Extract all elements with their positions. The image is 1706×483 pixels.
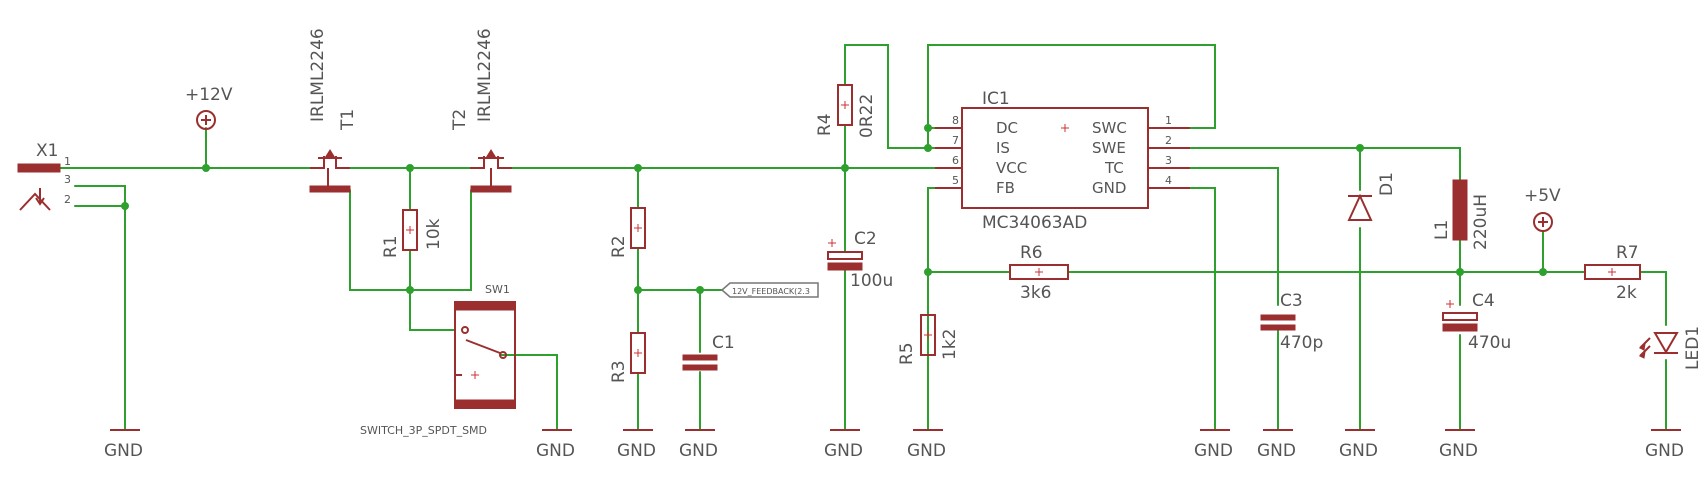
r3-name: R3 [609, 360, 629, 383]
gnd-label: GND [907, 441, 946, 461]
ic1: IC1 MC34063AD 8 7 6 5 DC IS VCC FB 1 2 3… [935, 89, 1190, 233]
x1-pin-3: 3 [64, 173, 71, 186]
capacitor-c3: C3 470p [1260, 291, 1323, 353]
r4-name: R4 [815, 113, 835, 136]
inductor-l1: L1 220uH [1432, 179, 1491, 250]
ic1-value: MC34063AD [982, 213, 1087, 233]
r1-value: 10k [424, 218, 444, 250]
gnd-label: GND [1339, 441, 1378, 461]
gnd-label: GND [679, 441, 718, 461]
transistor-t2: T2 IRLML2246 [450, 28, 512, 193]
gnd-label: GND [824, 441, 863, 461]
sw1-value: SWITCH_3P_SPDT_SMD [360, 424, 487, 437]
c1-name: C1 [712, 333, 735, 353]
ic1-name: IC1 [982, 89, 1010, 109]
t1-value: IRLML2246 [308, 28, 328, 122]
capacitor-c2: C2 100u [827, 229, 893, 291]
ic1-pin-7: 7 [952, 134, 959, 147]
ic1-pin-4: 4 [1165, 174, 1172, 187]
led1-name: LED1 [1683, 326, 1703, 370]
r6-name: R6 [1020, 243, 1043, 263]
r7-name: R7 [1616, 243, 1639, 263]
resistor-r5: R5 1k2 [897, 314, 960, 365]
x1-pin-2: 2 [64, 193, 71, 206]
gnd-label: GND [1194, 441, 1233, 461]
ic1-label-is: IS [996, 139, 1010, 157]
ic1-pin-3: 3 [1165, 154, 1172, 167]
feedback-net-label: 12V_FEEDBACK(2.3 [720, 282, 819, 298]
supply-12v-label: +12V [185, 85, 233, 105]
r7-value: 2k [1616, 283, 1637, 303]
ic1-pin-1: 1 [1165, 114, 1172, 127]
ic1-label-vcc: VCC [996, 159, 1027, 177]
gnd-label: GND [1257, 441, 1296, 461]
c3-name: C3 [1280, 291, 1303, 311]
resistor-r6: R6 3k6 [1009, 243, 1069, 303]
ic1-pin-2: 2 [1165, 134, 1172, 147]
connector-x1: X1 1 3 2 [17, 141, 71, 211]
r2-name: R2 [609, 235, 629, 258]
transistor-t1: IRLML2246 T1 [308, 28, 358, 193]
supply-5v-label: +5V [1524, 186, 1561, 206]
gnd-label: GND [1439, 441, 1478, 461]
ic1-label-dc: DC [996, 119, 1018, 137]
ic1-label-swc: SWC [1092, 119, 1127, 137]
t1-name: T1 [338, 109, 358, 131]
supply-5v: +5V [1524, 186, 1561, 232]
r5-value: 1k2 [940, 329, 960, 360]
r6-value: 3k6 [1020, 283, 1051, 303]
gnd-label: GND [104, 441, 143, 461]
ic1-label-swe: SWE [1092, 139, 1126, 157]
ic1-pin-5: 5 [952, 174, 959, 187]
feedback-label: 12V_FEEDBACK(2.3 [732, 287, 810, 296]
gnd-label: GND [1645, 441, 1684, 461]
t2-name: T2 [450, 109, 470, 131]
x1-label: X1 [36, 141, 58, 161]
l1-name: L1 [1432, 220, 1452, 240]
c4-name: C4 [1472, 291, 1495, 311]
c4-value: 470u [1468, 333, 1511, 353]
c2-name: C2 [854, 229, 877, 249]
resistor-r3: R3 [609, 332, 646, 383]
capacitor-c1: C1 [682, 333, 735, 371]
gnd-label: GND [536, 441, 575, 461]
r4-value: 0R22 [857, 94, 877, 138]
d1-name: D1 [1377, 172, 1397, 196]
supply-12v: +12V [185, 85, 233, 130]
ic1-label-tc: TC [1104, 159, 1124, 177]
r5-name: R5 [897, 342, 917, 365]
ic1-pin-8: 8 [952, 114, 959, 127]
resistor-r4: R4 0R22 [815, 84, 877, 138]
resistor-r2: R2 [609, 207, 646, 258]
c2-value: 100u [850, 271, 893, 291]
ground-symbols: GND GND GND GND GND GND GND GND GND GND … [104, 429, 1684, 461]
ic1-label-fb: FB [996, 179, 1015, 197]
diode-d1: D1 [1347, 172, 1397, 221]
led-led1: LED1 [1639, 326, 1703, 370]
sw1-name: SW1 [485, 283, 510, 296]
t2-value: IRLML2246 [475, 28, 495, 122]
capacitor-c4: C4 470u [1442, 291, 1511, 353]
resistor-r1: R1 10k [381, 209, 444, 258]
junctions [121, 124, 1547, 294]
gnd-label: GND [617, 441, 656, 461]
ic1-label-gnd: GND [1092, 179, 1126, 197]
x1-pin-1: 1 [64, 155, 71, 168]
c3-value: 470p [1280, 333, 1323, 353]
ic1-pin-6: 6 [952, 154, 959, 167]
resistor-r7: R7 2k [1584, 243, 1641, 303]
l1-value: 220uH [1471, 194, 1491, 250]
switch-sw1: SW1 SWITCH_3P_SPDT_SMD [360, 283, 516, 437]
r1-name: R1 [381, 235, 401, 258]
